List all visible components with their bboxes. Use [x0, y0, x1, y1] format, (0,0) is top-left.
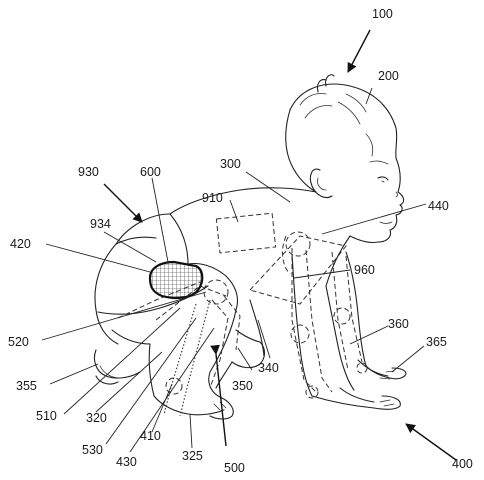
sensor-pad-420	[148, 260, 204, 300]
ref-400: 400	[452, 457, 473, 471]
ref-355: 355	[16, 379, 37, 393]
ref-325: 325	[182, 449, 203, 463]
ref-340: 340	[258, 361, 279, 375]
arrow-500	[210, 344, 227, 447]
arrow-400	[405, 423, 457, 461]
back-module-910	[215, 212, 277, 254]
ref-500: 500	[224, 461, 245, 475]
arrow-930	[103, 183, 143, 223]
ref-934: 934	[90, 217, 111, 231]
ref-430: 430	[116, 455, 137, 469]
ref-530: 530	[82, 443, 103, 457]
direction-arrows	[103, 29, 457, 461]
ref-600: 600	[140, 165, 161, 179]
elbow-joint-right	[333, 307, 351, 325]
wrist-joint-right	[356, 362, 368, 374]
leader-lines	[41, 87, 427, 453]
ref-300: 300	[220, 157, 241, 171]
ref-350: 350	[232, 379, 253, 393]
ref-410: 410	[140, 429, 161, 443]
ref-910: 910	[202, 191, 223, 205]
elbow-joint	[290, 324, 310, 344]
hip-joint	[203, 279, 229, 305]
wrist-joint	[305, 385, 319, 399]
ref-520: 520	[8, 335, 29, 349]
ref-510: 510	[36, 409, 57, 423]
internal-frame	[117, 212, 368, 417]
ref-960: 960	[354, 263, 375, 277]
ref-440: 440	[428, 199, 449, 213]
ref-930: 930	[78, 165, 99, 179]
knee-joint	[165, 377, 183, 395]
infant-head	[285, 74, 405, 244]
ref-320: 320	[86, 411, 107, 425]
reference-numerals: 100 200 300 440 930 600 910 934 420 960 …	[8, 7, 473, 475]
ref-365: 365	[426, 335, 447, 349]
ref-200: 200	[378, 69, 399, 83]
ref-360: 360	[388, 317, 409, 331]
ref-420: 420	[10, 237, 31, 251]
shoulder-joint	[285, 231, 311, 257]
arrow-100	[347, 29, 371, 73]
ref-100: 100	[372, 7, 393, 21]
